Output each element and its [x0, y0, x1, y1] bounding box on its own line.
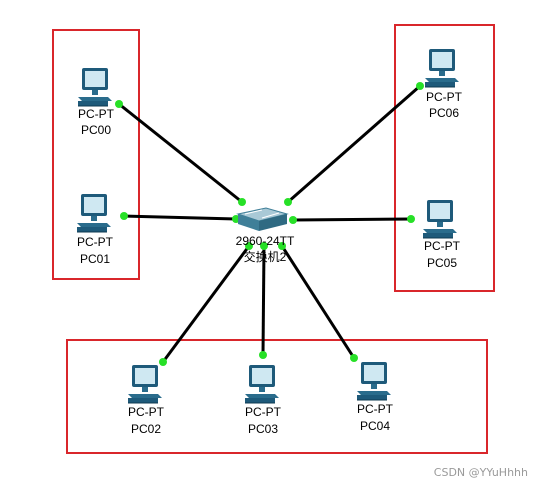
links: [118, 84, 421, 363]
pc-type-label: PC-PT: [426, 90, 463, 104]
link-pc05[interactable]: [292, 217, 412, 222]
port-dot: [245, 242, 253, 250]
switch-model-label: 2960-24TT: [236, 234, 295, 248]
pc-name-label: PC05: [427, 256, 457, 270]
pc-type-label: PC-PT: [128, 405, 165, 419]
port-dot: [115, 100, 123, 108]
watermark: CSDN @YYuHhhh: [433, 466, 528, 479]
port-dot: [259, 351, 267, 359]
pc-name-label: PC04: [360, 419, 390, 433]
port-dot: [120, 212, 128, 220]
pc-icon: [76, 193, 112, 233]
link-pc04[interactable]: [280, 245, 356, 359]
pc-node-pc00[interactable]: PC-PT PC00: [77, 67, 115, 137]
group-box-left: [52, 29, 140, 280]
pc-node-pc06[interactable]: PC-PT PC06: [424, 48, 463, 120]
pc-name-label: PC00: [81, 123, 111, 137]
pc-icon: [422, 199, 458, 239]
port-dot: [260, 242, 268, 250]
pc-icon: [424, 48, 460, 88]
pc-type-label: PC-PT: [245, 405, 282, 419]
pc-node-pc01[interactable]: PC-PT PC01: [76, 193, 114, 266]
port-dot: [289, 216, 297, 224]
switch-node[interactable]: 2960-24TT 交换机2: [236, 207, 295, 264]
pc-icon: [356, 361, 392, 401]
pc-type-label: PC-PT: [77, 235, 114, 249]
group-box-bottom: [66, 339, 488, 454]
pc-node-pc05[interactable]: PC-PT PC05: [422, 199, 461, 270]
group-box-right: [394, 24, 495, 292]
pc-name-label: PC01: [80, 252, 110, 266]
port-dot: [159, 358, 167, 366]
pc-icon: [127, 364, 163, 404]
port-dot: [284, 198, 292, 206]
link-pc06[interactable]: [287, 84, 421, 204]
link-pc03[interactable]: [261, 245, 266, 356]
link-pc01[interactable]: [123, 214, 237, 221]
pc-type-label: PC-PT: [78, 107, 115, 121]
pc-name-label: PC06: [429, 106, 459, 120]
pc-type-label: PC-PT: [424, 239, 461, 253]
pc-type-label: PC-PT: [357, 402, 394, 416]
pc-icon: [77, 67, 113, 107]
link-pc02[interactable]: [161, 245, 251, 363]
pc-node-pc04[interactable]: PC-PT PC04: [356, 361, 394, 433]
port-dot: [278, 242, 286, 250]
port-dot: [416, 82, 424, 90]
port-dot: [407, 215, 415, 223]
pc-node-pc02[interactable]: PC-PT PC02: [127, 364, 165, 436]
port-dot: [238, 198, 246, 206]
pc-icon: [244, 364, 280, 404]
switch-name-label: 交换机2: [244, 249, 287, 264]
switch-icon: [236, 207, 289, 231]
pc-name-label: PC03: [248, 422, 278, 436]
pc-node-pc03[interactable]: PC-PT PC03: [244, 364, 282, 436]
pc-name-label: PC02: [131, 422, 161, 436]
link-pc00[interactable]: [118, 102, 243, 204]
port-dot: [350, 354, 358, 362]
